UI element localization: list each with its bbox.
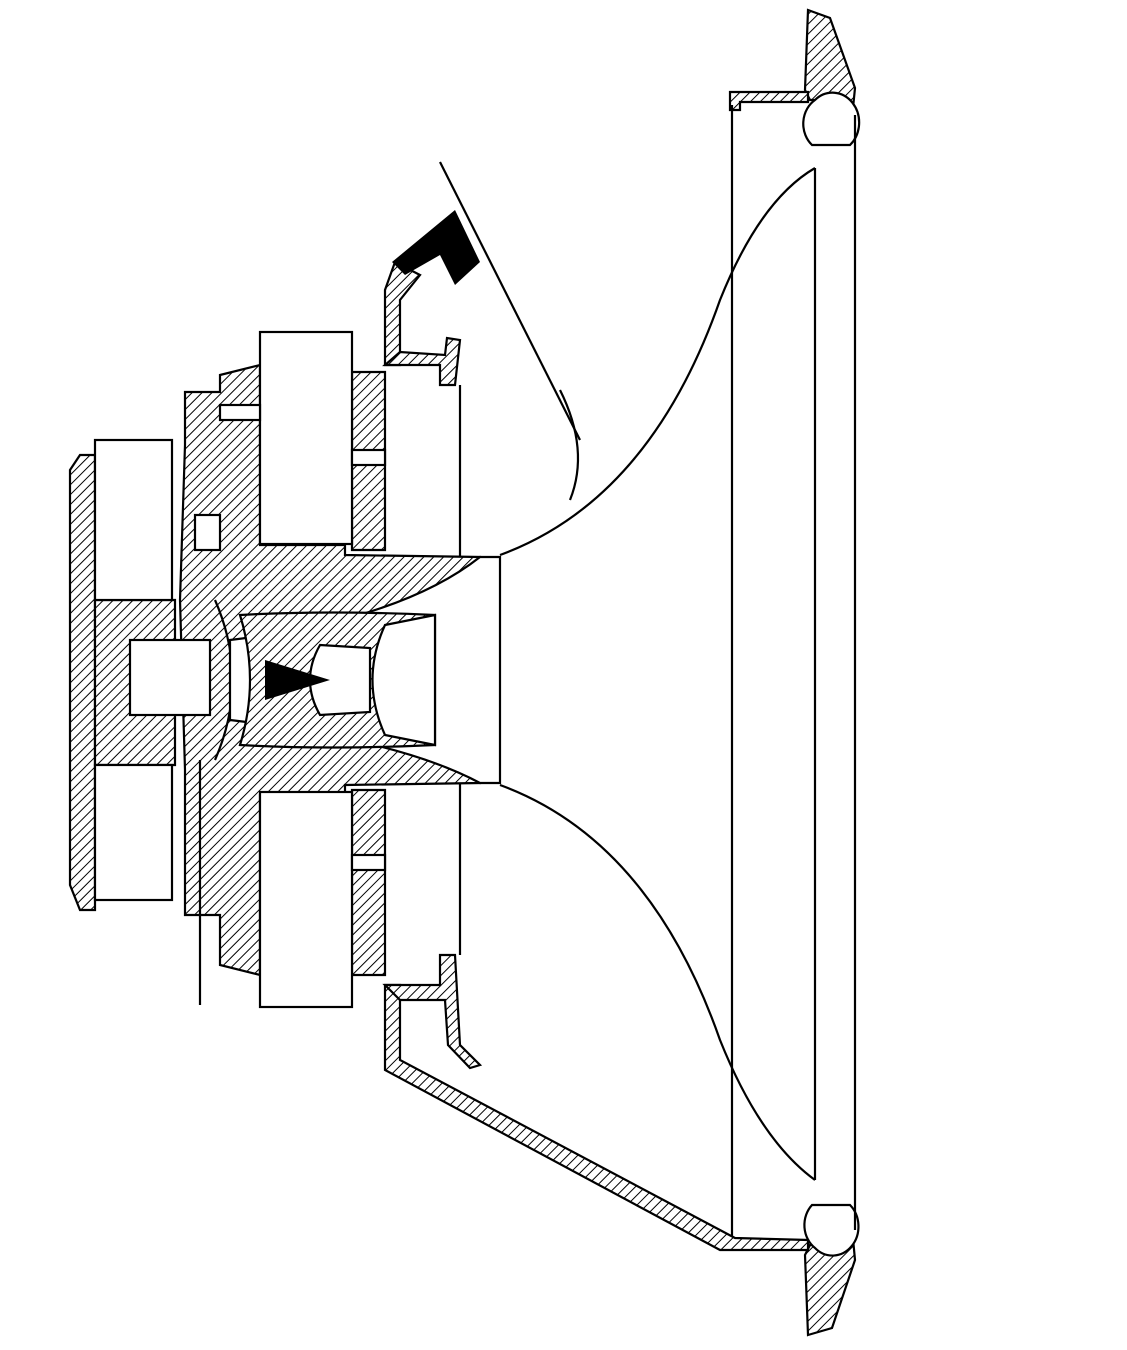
cone-upper [499, 167, 816, 557]
tweeter-magnet-lower [93, 763, 174, 902]
basket-top-lip [728, 90, 810, 112]
cone-lower [499, 783, 816, 1181]
tweeter-horn-curve [559, 389, 580, 501]
surround-bottom [803, 1203, 860, 1257]
vent-upper [350, 448, 387, 467]
spacer-upper-2 [218, 403, 262, 422]
phase-plug-slot [309, 643, 372, 717]
spacer-upper [193, 513, 222, 552]
woofer-magnet-lower [258, 790, 354, 1009]
vent-lower [350, 853, 387, 872]
tweeter-magnet-upper [93, 438, 174, 602]
back-plate [68, 453, 97, 912]
woofer-magnet-upper [258, 330, 354, 546]
pole-piece-cavity [128, 638, 212, 717]
top-plate-lower [350, 788, 387, 977]
tweeter-horn-edge [439, 161, 581, 441]
phase-plug-slot-2 [371, 613, 437, 747]
horn-bracket [392, 210, 480, 285]
basket-lower-step [382, 953, 483, 1070]
basket-upper-step [382, 336, 462, 387]
basket-upper-arm [383, 260, 422, 367]
phase-plug-cone [265, 660, 330, 700]
surround-top [802, 91, 861, 147]
basket-lower-arm [383, 983, 810, 1252]
